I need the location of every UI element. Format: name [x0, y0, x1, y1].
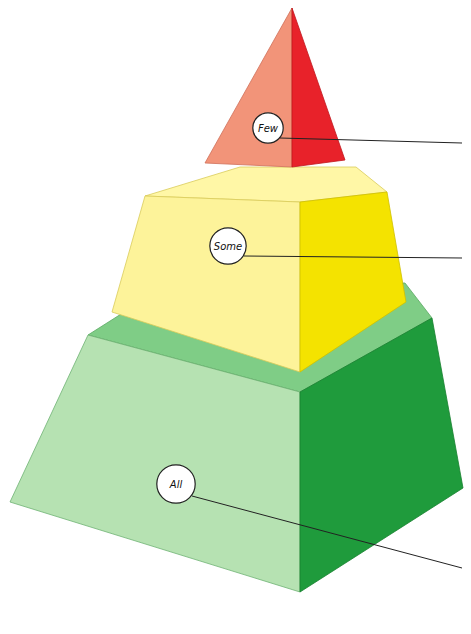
- top-tier-side: [292, 8, 345, 167]
- tier-circle: All: [156, 464, 196, 504]
- tier-label: Some: [209, 227, 247, 265]
- leader-line: [192, 496, 462, 568]
- top-tier-front: [205, 8, 292, 167]
- tier-circle: Some: [209, 227, 247, 265]
- middle-tier-side: [300, 192, 406, 372]
- bottom-tier-front: [10, 335, 300, 592]
- tier-circle: Few: [252, 112, 284, 144]
- tier-label: Few: [252, 112, 284, 144]
- circle-shape: [157, 465, 195, 503]
- circle-shape: [210, 228, 246, 264]
- bottom-tier-side: [300, 318, 463, 592]
- circle-shape: [253, 113, 283, 143]
- leader-line: [280, 138, 462, 143]
- middle-tier-front: [112, 196, 300, 372]
- tier-label: All: [156, 464, 196, 504]
- leader-line: [244, 256, 462, 258]
